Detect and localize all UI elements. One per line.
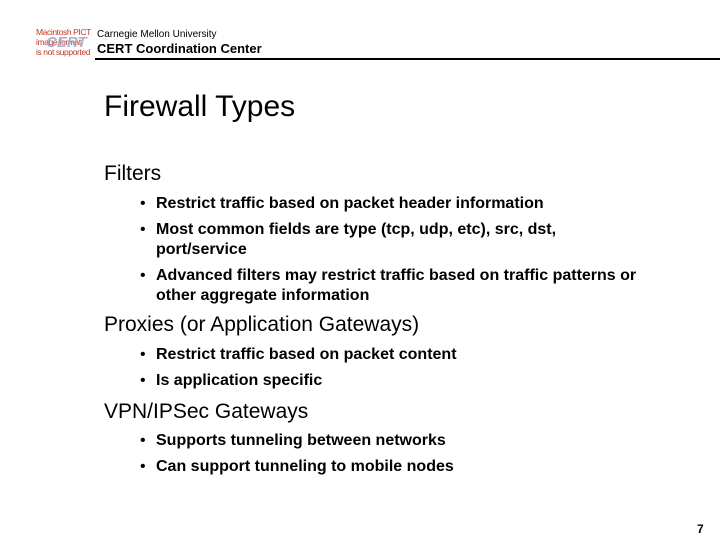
cert-logo-text: CERT bbox=[46, 34, 87, 51]
bullet-icon: • bbox=[140, 432, 146, 449]
logo-line-2: image format bbox=[36, 37, 81, 47]
list-item: • Advanced filters may restrict traffic b… bbox=[140, 266, 640, 306]
bullet-list-vpn: • Supports tunneling between networks • Ca… bbox=[140, 431, 640, 483]
list-item: • Can support tunneling to mobile nodes bbox=[140, 457, 640, 477]
header-center-name: CERT Coordination Center bbox=[97, 41, 262, 56]
page-number: 7 bbox=[697, 522, 704, 536]
bullet-text: Most common fields are type (tcp, udp, e… bbox=[156, 221, 557, 258]
bullet-text: Restrict traffic based on packet content bbox=[156, 346, 457, 363]
section-heading-filters: Filters bbox=[104, 162, 162, 185]
bullet-icon: • bbox=[140, 458, 146, 475]
bullet-text: Is application specific bbox=[156, 372, 323, 389]
bullet-icon: • bbox=[140, 195, 146, 212]
list-item: • Restrict traffic based on packet header… bbox=[140, 194, 640, 214]
list-item: • Is application specific bbox=[140, 371, 640, 391]
list-item: • Supports tunneling between networks bbox=[140, 431, 640, 451]
bullet-text: Advanced filters may restrict traffic ba… bbox=[156, 267, 637, 304]
pict-placeholder-logo: Macintosh PICT image format is not suppo… bbox=[36, 28, 92, 58]
bullet-icon: • bbox=[140, 346, 146, 363]
bullet-list-proxies: • Restrict traffic based on packet conten… bbox=[140, 345, 640, 397]
header-university: Carnegie Mellon University bbox=[97, 29, 217, 40]
slide-title: Firewall Types bbox=[104, 90, 296, 123]
bullet-text: Restrict traffic based on packet header … bbox=[156, 195, 544, 212]
bullet-list-filters: • Restrict traffic based on packet header… bbox=[140, 194, 640, 312]
bullet-icon: • bbox=[140, 372, 146, 389]
bullet-icon: • bbox=[140, 267, 146, 284]
header-divider bbox=[95, 58, 720, 60]
bullet-text: Supports tunneling between networks bbox=[156, 432, 446, 449]
bullet-text: Can support tunneling to mobile nodes bbox=[156, 458, 454, 475]
bullet-icon: • bbox=[140, 221, 146, 238]
section-heading-proxies: Proxies (or Application Gateways) bbox=[104, 313, 420, 336]
list-item: • Most common fields are type (tcp, udp, … bbox=[140, 220, 640, 260]
logo-line-3: is not supported bbox=[36, 47, 91, 57]
list-item: • Restrict traffic based on packet conten… bbox=[140, 345, 640, 365]
logo-line-1: Macintosh PICT bbox=[36, 27, 91, 37]
section-heading-vpn: VPN/IPSec Gateways bbox=[104, 400, 309, 423]
